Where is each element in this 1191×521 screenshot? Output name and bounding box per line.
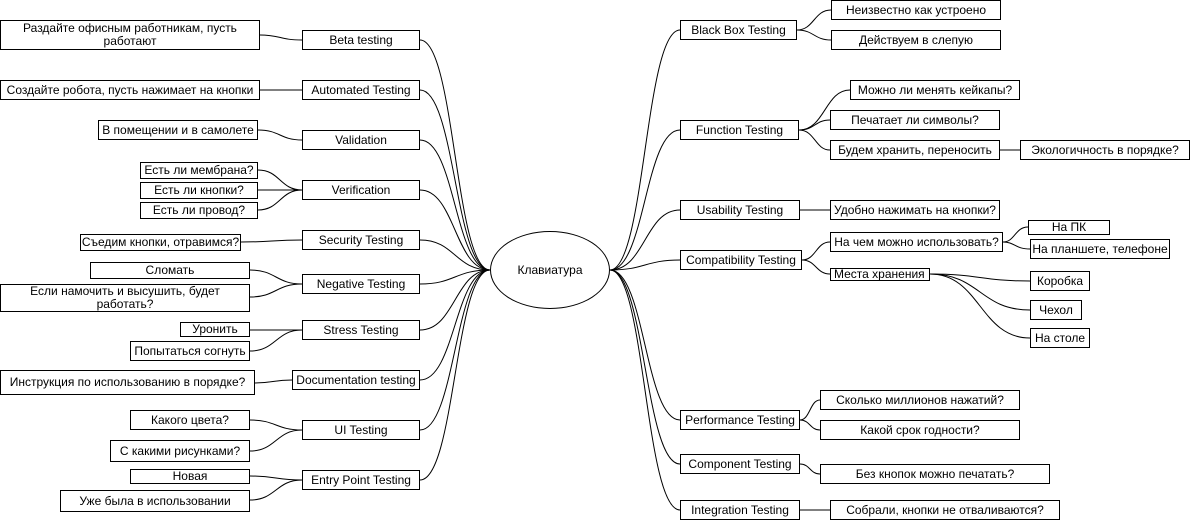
branch-stress-testing[interactable]: Stress Testing <box>302 320 420 340</box>
leaf-verification-wire[interactable]: Есть ли провод? <box>140 202 258 219</box>
leaf-verification-membrane[interactable]: Есть ли мембрана? <box>140 162 258 179</box>
leaf-function-store-carry[interactable]: Будем хранить, переносить <box>830 140 1000 160</box>
edge <box>609 129 681 271</box>
leaf-compatibility-tablet-phone[interactable]: На планшете, телефоне <box>1030 239 1170 259</box>
branch-ui-testing[interactable]: UI Testing <box>302 420 420 440</box>
edge <box>419 269 491 431</box>
branch-performance-testing[interactable]: Performance Testing <box>680 410 800 430</box>
branch-negative-testing[interactable]: Negative Testing <box>302 274 420 294</box>
leaf-blackbox-unknown[interactable]: Неизвестно как устроено <box>831 0 1001 20</box>
edge <box>419 139 491 271</box>
leaf-entry-used[interactable]: Уже была в использовании <box>60 490 250 512</box>
leaf-ui-color[interactable]: Какого цвета? <box>130 410 250 430</box>
edge <box>799 463 821 475</box>
edge <box>419 239 491 271</box>
leaf-compatibility-pc[interactable]: На ПК <box>1028 220 1110 235</box>
edge <box>249 429 303 452</box>
leaf-documentation-manual[interactable]: Инструкция по использованию в порядке? <box>0 370 255 395</box>
branch-verification[interactable]: Verification <box>302 180 420 200</box>
edge <box>609 29 681 271</box>
leaf-function-keycaps[interactable]: Можно ли менять кейкапы? <box>850 80 1020 100</box>
edge <box>419 269 491 331</box>
edge <box>801 259 831 275</box>
edge <box>257 169 303 191</box>
edge <box>419 189 491 271</box>
edge <box>240 239 303 243</box>
leaf-storage-box[interactable]: Коробка <box>1030 271 1090 291</box>
branch-function-testing[interactable]: Function Testing <box>680 120 799 140</box>
leaf-performance-shelf-life[interactable]: Какой срок годности? <box>820 420 1020 440</box>
leaf-automated-robot[interactable]: Создайте робота, пусть нажимает на кнопк… <box>0 80 260 100</box>
leaf-security-eat-buttons[interactable]: Съедим кнопки, отравимся? <box>80 234 241 251</box>
leaf-beta-office-workers[interactable]: Раздайте офисным работникам, пусть работ… <box>0 20 260 50</box>
leaf-validation-room-plane[interactable]: В помещении и в самолете <box>98 120 258 140</box>
branch-beta-testing[interactable]: Beta testing <box>302 30 420 50</box>
edge <box>796 9 832 31</box>
edge <box>254 379 293 384</box>
edge <box>249 419 303 431</box>
edge <box>609 259 681 271</box>
leaf-storage-table[interactable]: На столе <box>1030 328 1090 348</box>
leaf-component-no-buttons[interactable]: Без кнопок можно печатать? <box>820 464 1050 484</box>
branch-documentation-testing[interactable]: Documentation testing <box>292 370 420 390</box>
leaf-verification-buttons[interactable]: Есть ли кнопки? <box>140 182 258 199</box>
branch-security-testing[interactable]: Security Testing <box>302 230 420 250</box>
edge <box>257 129 303 141</box>
leaf-stress-bend[interactable]: Попытаться согнуть <box>130 341 250 361</box>
edge <box>419 89 491 271</box>
edge <box>249 283 303 298</box>
central-node[interactable]: Клавиатура <box>490 231 610 309</box>
edge <box>796 29 832 41</box>
leaf-performance-million-presses[interactable]: Сколько миллионов нажатий? <box>820 390 1020 410</box>
edge <box>249 475 303 481</box>
edge <box>609 269 681 465</box>
branch-automated-testing[interactable]: Automated Testing <box>302 80 420 100</box>
edge <box>249 269 303 285</box>
branch-compatibility-testing[interactable]: Compatibility Testing <box>680 250 802 270</box>
edge <box>419 269 491 481</box>
leaf-stress-drop[interactable]: Уронить <box>180 322 250 337</box>
edge <box>419 269 491 381</box>
edge <box>419 39 491 271</box>
branch-black-box-testing[interactable]: Black Box Testing <box>680 20 797 40</box>
leaf-usability-comfort[interactable]: Удобно нажимать на кнопки? <box>830 200 1000 220</box>
branch-integration-testing[interactable]: Integration Testing <box>680 500 800 520</box>
edge <box>929 273 1031 282</box>
edge <box>798 119 831 131</box>
leaf-compatibility-storage[interactable]: Места хранения <box>830 268 930 281</box>
leaf-blackbox-blind[interactable]: Действуем в слепую <box>831 30 1001 50</box>
edge <box>609 209 681 271</box>
leaf-storage-case[interactable]: Чехол <box>1030 300 1082 320</box>
edge <box>249 479 303 501</box>
edge <box>419 269 491 285</box>
edge <box>257 189 303 211</box>
branch-component-testing[interactable]: Component Testing <box>680 454 800 474</box>
leaf-function-eco[interactable]: Экологичность в порядке? <box>1020 140 1190 160</box>
leaf-entry-new[interactable]: Новая <box>130 469 250 484</box>
leaf-integration-assembled[interactable]: Собрали, кнопки не отваливаются? <box>830 500 1060 520</box>
edge <box>798 129 831 151</box>
leaf-ui-pictures[interactable]: С какими рисунками? <box>110 440 250 462</box>
leaf-function-prints[interactable]: Печатает ли символы? <box>830 110 1000 130</box>
edge <box>249 329 303 352</box>
branch-entry-point-testing[interactable]: Entry Point Testing <box>302 470 420 490</box>
edge <box>1002 241 1031 250</box>
leaf-negative-wet-dry[interactable]: Если намочить и высушить, будет работать… <box>0 284 250 312</box>
edge <box>259 34 303 41</box>
leaf-compatibility-where-use[interactable]: На чем можно использовать? <box>830 232 1003 252</box>
edge <box>1002 226 1029 243</box>
edge <box>799 399 821 421</box>
edge <box>799 419 821 431</box>
edge <box>801 241 831 261</box>
edge <box>929 273 1031 311</box>
edge <box>609 269 681 511</box>
branch-validation[interactable]: Validation <box>302 130 420 150</box>
branch-usability-testing[interactable]: Usability Testing <box>680 200 800 220</box>
edge <box>929 273 1031 339</box>
leaf-negative-break[interactable]: Сломать <box>90 262 250 279</box>
edge <box>609 269 681 421</box>
